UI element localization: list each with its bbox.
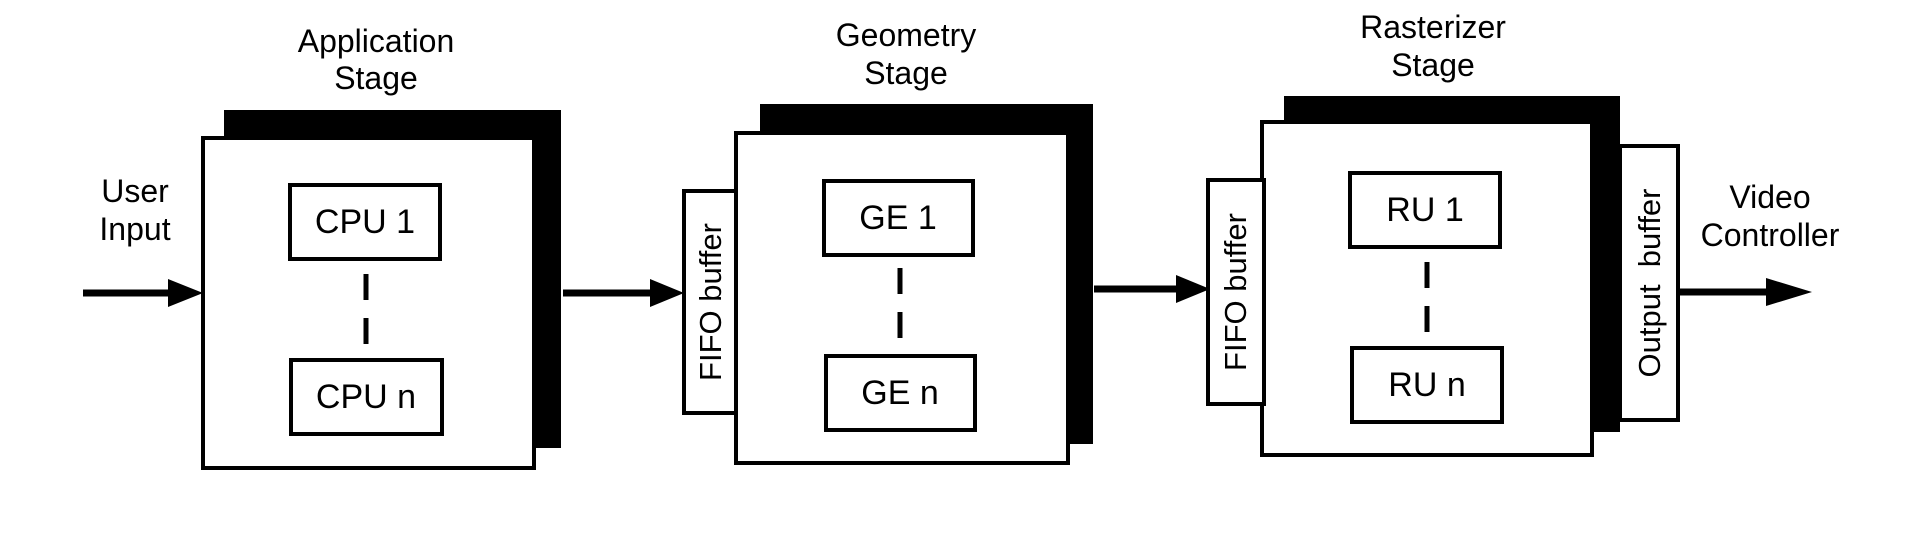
geometry-stage-title-line2: Stage bbox=[864, 55, 948, 91]
arrow-application-to-geometry bbox=[563, 279, 684, 307]
rasterizer-output-buffer-label: Output buffer bbox=[1632, 189, 1667, 378]
ru-1-box bbox=[1348, 171, 1502, 249]
cpu-1-label: CPU 1 bbox=[315, 203, 415, 241]
ru-n-label: RU n bbox=[1388, 366, 1465, 404]
ge-1-label: GE 1 bbox=[859, 199, 936, 237]
geometry-fifo-buffer-label: FIFO buffer bbox=[693, 223, 728, 381]
geometry-stage-title-line1: Geometry bbox=[836, 17, 976, 53]
video-controller-label-line1: Video bbox=[1729, 179, 1810, 215]
rasterizer-output-buffer bbox=[1618, 144, 1680, 422]
application-stage-title-line2: Stage bbox=[334, 60, 418, 96]
ge-n-label: GE n bbox=[861, 374, 938, 412]
geometry-stage: Geometry Stage FIFO buffer GE 1 GE n bbox=[682, 17, 1093, 465]
input-arrow bbox=[83, 279, 203, 307]
rasterizer-stage: Rasterizer Stage FIFO buffer RU 1 RU n O… bbox=[1206, 9, 1680, 457]
rasterizer-stage-title-line2: Stage bbox=[1391, 47, 1475, 83]
rasterizer-fifo-buffer bbox=[1206, 178, 1266, 406]
ge-1-box bbox=[822, 179, 975, 257]
rasterizer-fifo-buffer-label: FIFO buffer bbox=[1218, 213, 1253, 371]
cpu-1-box bbox=[288, 183, 442, 261]
output-arrow bbox=[1680, 278, 1812, 306]
video-controller-label-line2: Controller bbox=[1701, 217, 1840, 253]
cpu-n-box bbox=[289, 358, 444, 436]
application-stage: Application Stage CPU 1 CPU n bbox=[201, 23, 561, 470]
user-input-label-line1: User bbox=[101, 173, 169, 209]
application-stage-title-line1: Application bbox=[298, 23, 455, 59]
ge-n-box bbox=[824, 354, 977, 432]
user-input-label-line2: Input bbox=[99, 211, 170, 247]
ru-n-box bbox=[1350, 346, 1504, 424]
cpu-n-label: CPU n bbox=[316, 378, 416, 416]
geometry-fifo-buffer bbox=[682, 189, 738, 415]
rasterizer-stage-title-line1: Rasterizer bbox=[1360, 9, 1506, 45]
ru-1-label: RU 1 bbox=[1386, 191, 1463, 229]
arrow-geometry-to-rasterizer bbox=[1094, 275, 1210, 303]
